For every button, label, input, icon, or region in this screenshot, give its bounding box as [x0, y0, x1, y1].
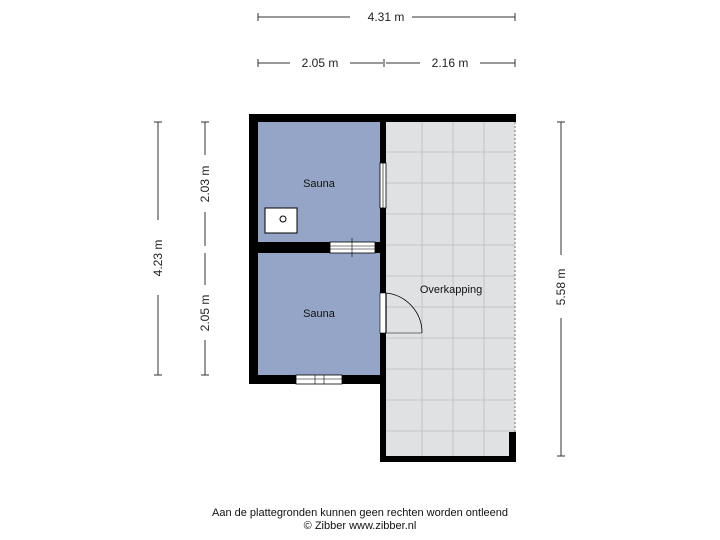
dimension-total-height-right-label: 5.58 m	[554, 269, 568, 306]
covered-area-tiles	[385, 122, 515, 457]
dimension-upper-room-height: 2.03 m	[198, 121, 212, 246]
dimension-total-width: 4.31 m	[257, 10, 516, 24]
covered-area: Overkapping	[380, 114, 516, 462]
covered-area-floor	[385, 122, 515, 457]
interior-window	[329, 238, 376, 257]
dimension-total-height-left: 4.23 m	[151, 121, 165, 376]
dimension-upper-room-height-label: 2.03 m	[198, 166, 212, 203]
sauna-block: Sauna Sauna	[249, 114, 423, 385]
bottom-window	[295, 374, 343, 385]
covered-area-label: Overkapping	[420, 284, 482, 296]
dimension-lower-room-height: 2.05 m	[198, 253, 212, 376]
lower-sauna-door	[379, 292, 423, 334]
covered-area-bottom-wall	[380, 456, 516, 462]
stove-icon	[264, 207, 298, 234]
dimension-right-width: 2.16 m	[383, 56, 516, 70]
dimension-right-width-label: 2.16 m	[432, 56, 469, 70]
dimension-left-width: 2.05 m	[257, 56, 383, 70]
covered-area-top-beam	[380, 114, 516, 122]
sauna-upper-label: Sauna	[303, 178, 336, 190]
footer-disclaimer: Aan de plattegronden kunnen geen rechten…	[211, 507, 508, 519]
sauna-lower-room	[258, 253, 380, 375]
upper-sauna-window	[379, 162, 387, 209]
dimension-total-width-label: 4.31 m	[368, 10, 405, 24]
covered-area-post	[509, 432, 516, 462]
dimension-lower-room-height-label: 2.05 m	[198, 295, 212, 332]
sauna-lower-label: Sauna	[303, 308, 336, 320]
footer-copyright: © Zibber www.zibber.nl	[303, 520, 417, 532]
dimension-total-height-left-label: 4.23 m	[151, 240, 165, 277]
dimension-left-width-label: 2.05 m	[302, 56, 339, 70]
covered-area-left-wall	[380, 375, 386, 462]
dimension-total-height-right: 5.58 m	[554, 121, 568, 457]
